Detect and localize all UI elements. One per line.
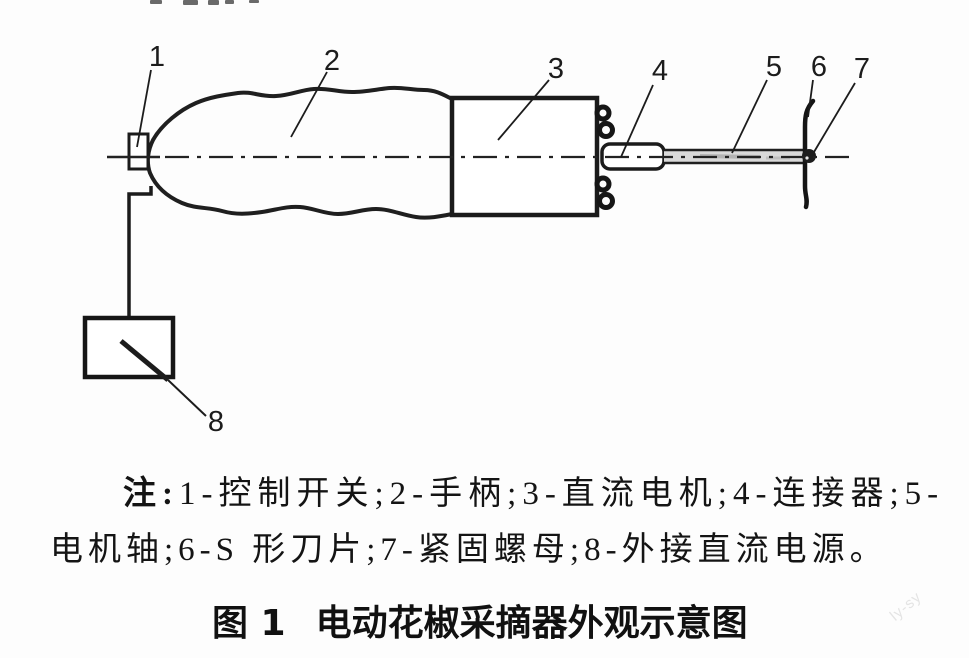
leader-line-5: [731, 79, 768, 154]
cropped-text-fragment: [183, 0, 198, 5]
legend-note-line-2: 电机轴;6-S 形刀片;7-紧固螺母;8-外接直流电源。: [50, 532, 888, 569]
leader-line-4: [620, 84, 654, 158]
note-prefix: 注:: [123, 476, 179, 512]
motor-screw-icon: [597, 192, 615, 210]
note-line-1-text: 1-控制开关;2-手柄;3-直流电机;4-连接器;5-: [179, 476, 945, 512]
leader-line-1: [136, 69, 152, 148]
cropped-text-fragment: [208, 0, 219, 5]
part-label-8: 8: [208, 406, 224, 438]
leader-line-3: [497, 79, 550, 141]
cropped-text-fragment: [249, 0, 259, 3]
part-label-1: 1: [149, 41, 165, 73]
leader-line-8-thick: [119, 339, 170, 382]
part-label-2: 2: [324, 45, 340, 77]
leader-line-7: [813, 82, 856, 153]
pepper-picker-diagram: 1 2 3 4 5 6 7 8: [82, 41, 870, 438]
figure-number: 图 1: [212, 603, 286, 644]
leader-line-2: [290, 71, 328, 138]
fastening-nut-highlight: [805, 156, 809, 160]
motor-screw-icon: [594, 175, 612, 193]
leader-line-6: [807, 79, 814, 118]
watermark-text: ly-sy: [886, 588, 926, 625]
motor-screw-icon: [597, 121, 615, 139]
note-line-2-text: 电机轴;6-S 形刀片;7-紧固螺母;8-外接直流电源。: [50, 532, 888, 568]
power-cord: [127, 186, 153, 318]
part-label-6: 6: [811, 51, 827, 83]
cropped-text-fragment: [150, 0, 162, 4]
part-label-3: 3: [548, 53, 564, 85]
figure-caption: 图 1 电动花椒采摘器外观示意图: [212, 604, 748, 644]
part-label-4: 4: [652, 55, 668, 87]
part-label-5: 5: [766, 51, 782, 83]
cropped-text-fragment: [225, 0, 234, 4]
figure-title: 电动花椒采摘器外观示意图: [315, 603, 748, 644]
handle-outline: [145, 85, 454, 220]
legend-note-line-1: 注:1-控制开关;2-手柄;3-直流电机;4-连接器;5-: [123, 476, 944, 513]
part-label-7: 7: [854, 53, 870, 85]
motor-screw-icon: [594, 104, 612, 122]
fastening-nut: [802, 149, 816, 163]
leader-line-8-thin: [167, 379, 207, 417]
